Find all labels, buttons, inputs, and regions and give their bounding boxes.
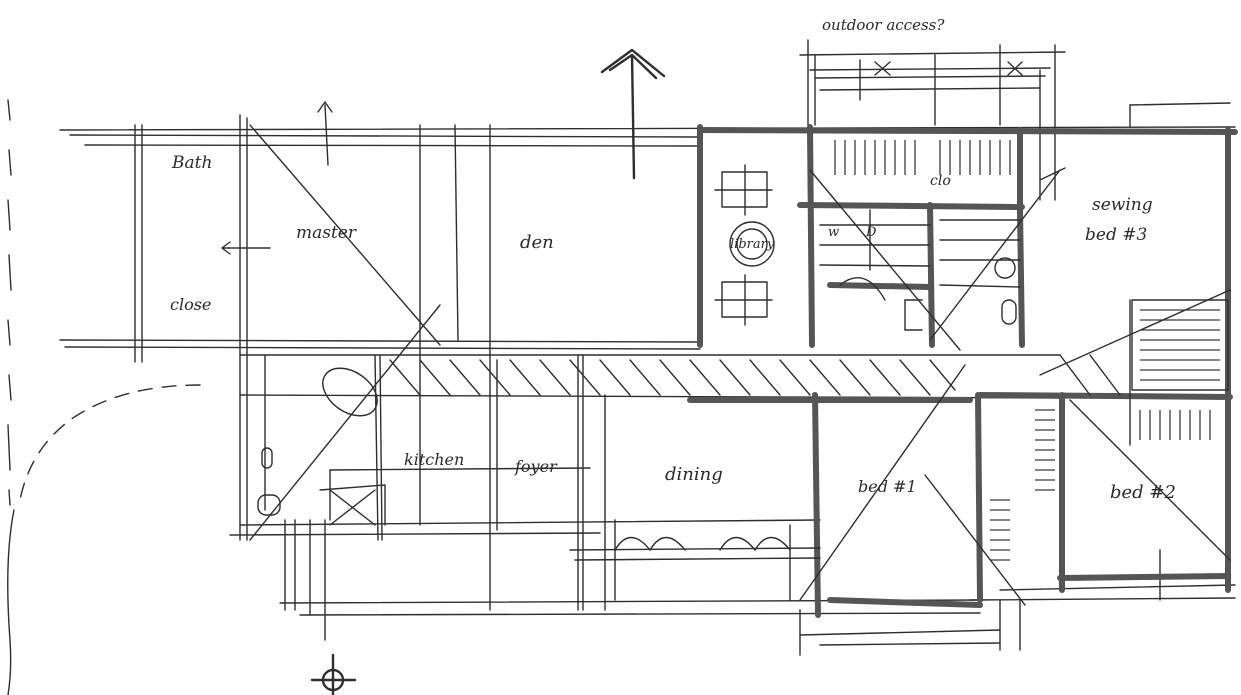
small-arrows — [221, 101, 1066, 255]
bed3-label: bed #3 — [1085, 225, 1147, 245]
outdoor-access-frame — [799, 51, 1066, 91]
laundry-area — [819, 209, 1021, 331]
kitchen-label: kitchen — [404, 450, 464, 469]
sewing-hatch — [1139, 309, 1220, 440]
bed2-closet-hatch — [990, 409, 1055, 561]
closet-hatch-top — [834, 140, 1011, 175]
vertical-lines — [134, 39, 1161, 656]
margin-marks — [7, 99, 15, 695]
dryer-label: D — [865, 225, 877, 240]
dining-window-bays — [569, 519, 821, 601]
bath-label: Bath — [171, 153, 212, 173]
sewing-frame — [1129, 299, 1229, 446]
outdoor-access-label: outdoor access? — [822, 16, 945, 34]
den-label: den — [520, 232, 554, 253]
section-marker-icon — [310, 653, 357, 695]
room-diagonals — [249, 124, 1231, 606]
bed1-label: bed #1 — [858, 477, 917, 496]
library-label: library — [730, 237, 775, 252]
closet-top-label: clo — [930, 173, 951, 189]
heavy-walls — [687, 124, 1238, 618]
entry-column-marks — [284, 519, 326, 641]
driveway-dashed-curve — [19, 384, 201, 501]
bed2-label: bed #2 — [1110, 482, 1176, 503]
washer-label: w — [828, 225, 839, 240]
dining-label: dining — [665, 464, 723, 485]
main-grid-lines — [59, 102, 1236, 646]
kitchen-fixtures — [257, 367, 591, 526]
foyer-label: foyer — [514, 457, 558, 476]
sewing-label: sewing — [1092, 195, 1153, 215]
north-arrow-icon — [600, 48, 666, 180]
closet-label: close — [170, 295, 211, 314]
hallway-hatch — [389, 354, 1121, 396]
library-furniture — [714, 164, 775, 326]
master-label: master — [296, 223, 357, 243]
